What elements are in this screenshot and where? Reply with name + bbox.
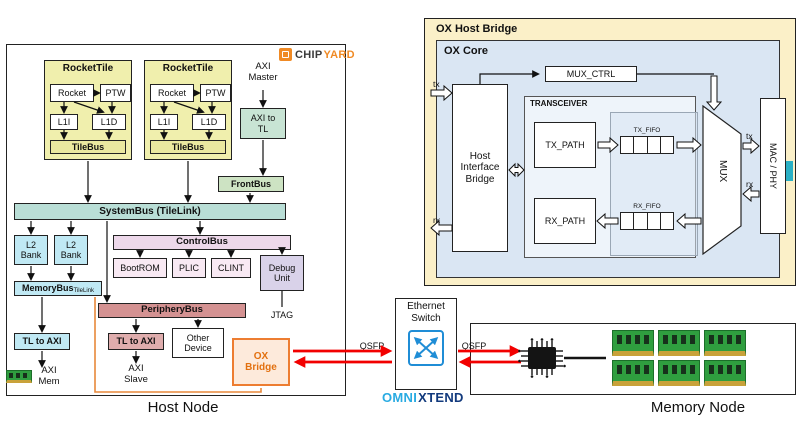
- axi-mem-label: AXI Mem: [38, 365, 60, 387]
- memorybus-label: MemoryBus: [22, 283, 74, 294]
- mac-phy-box: MAC / PHY: [760, 98, 786, 234]
- dimm-icon-axi-mem: [6, 370, 32, 383]
- tx-fifo-label: TX_FIFO: [633, 127, 661, 134]
- l1d-1: L1D: [92, 114, 126, 130]
- dimm-icon-2: [658, 330, 700, 356]
- dimm-icon-4: [612, 360, 654, 386]
- axi-master-label: AXI Master: [248, 61, 278, 83]
- rx-path-box: RX_PATH: [534, 198, 596, 244]
- tx-in-label: tx: [433, 79, 440, 89]
- tx-fifo-icon: [620, 136, 674, 154]
- qsfp-right-label: QSFP: [461, 341, 487, 351]
- axi-to-tl-box: AXI to TL: [240, 108, 286, 139]
- ox-host-bridge-title: OX Host Bridge: [436, 23, 518, 35]
- rx-right-label: rx: [746, 179, 754, 189]
- tilebus-2: TileBus: [150, 140, 226, 154]
- rocket-core-1: Rocket: [50, 84, 94, 102]
- l1i-2: L1I: [150, 114, 178, 130]
- host-interface-bridge-box: Host Interface Bridge: [452, 84, 508, 252]
- chipyard-logo-text-2: YARD: [323, 48, 355, 61]
- mux-ctrl-box: MUX_CTRL: [545, 66, 637, 82]
- l1d-2: L1D: [192, 114, 226, 130]
- dimm-icon-1: [612, 330, 654, 356]
- tilebus-1: TileBus: [50, 140, 126, 154]
- omnixtend-logo-text-1: OMNI: [382, 390, 418, 405]
- rocket-core-2: Rocket: [150, 84, 194, 102]
- tl-to-axi-mem-box: TL to AXI: [14, 333, 70, 350]
- mac-phy-label: MAC / PHY: [768, 142, 779, 189]
- phy-port-icon: [786, 161, 793, 181]
- rocket-tile-1-title: RocketTile: [62, 63, 114, 74]
- transceiver-title: TRANSCEIVER: [530, 99, 588, 108]
- ptw-1: PTW: [100, 84, 131, 102]
- mux-label-text: MUX: [716, 160, 728, 183]
- other-device-box: Other Device: [172, 328, 224, 358]
- tx-right-label: tx: [746, 131, 753, 141]
- rx-fifo-label: RX_FIFO: [633, 203, 661, 210]
- frontbus-box: FrontBus: [218, 176, 284, 192]
- l2-bank-2: L2 Bank: [54, 235, 88, 265]
- axi-slave-label: AXI Slave: [124, 363, 148, 385]
- memorybus-box: MemoryBus TileLink: [14, 281, 102, 296]
- rx-out-label: rx: [433, 215, 441, 225]
- host-node-label: Host Node: [147, 399, 219, 416]
- dimm-icon-6: [704, 360, 746, 386]
- systembus-box: SystemBus (TileLink): [14, 203, 286, 220]
- mux-label: MUX: [712, 160, 732, 202]
- tl-to-axi-periph-box: TL to AXI: [108, 333, 164, 350]
- chipyard-chip-icon: [279, 48, 292, 61]
- dimm-icon-3: [704, 330, 746, 356]
- jtag-label: JTAG: [270, 310, 294, 320]
- dimm-icon-5: [658, 360, 700, 386]
- l1i-1: L1I: [50, 114, 78, 130]
- ox-bridge-box: OX Bridge: [232, 338, 290, 386]
- ptw-2: PTW: [200, 84, 231, 102]
- clint-box: CLINT: [211, 258, 251, 278]
- rx-fifo-icon: [620, 212, 674, 230]
- memorybus-tilelink-sub: TileLink: [73, 288, 94, 295]
- tx-path-box: TX_PATH: [534, 122, 596, 168]
- peripherybus-box: PeripheryBus: [98, 303, 246, 318]
- qsfp-left-label: QSFP: [359, 341, 385, 351]
- rocket-tile-2-title: RocketTile: [162, 63, 214, 74]
- omnixtend-logo-text-2: XTEND: [418, 390, 464, 405]
- ox-core-title: OX Core: [444, 45, 489, 57]
- l2-bank-1: L2 Bank: [14, 235, 48, 265]
- memory-node-label: Memory Node: [650, 399, 746, 416]
- plic-box: PLIC: [172, 258, 206, 278]
- debug-unit-box: Debug Unit: [260, 255, 304, 291]
- ethernet-switch-label: Ethernet Switch: [407, 301, 445, 324]
- ethernet-switch-box: [395, 298, 457, 390]
- bootrom-box: BootROM: [113, 258, 167, 278]
- controlbus-box: ControlBus: [113, 235, 291, 250]
- chipyard-logo-text-1: CHIP: [295, 48, 323, 61]
